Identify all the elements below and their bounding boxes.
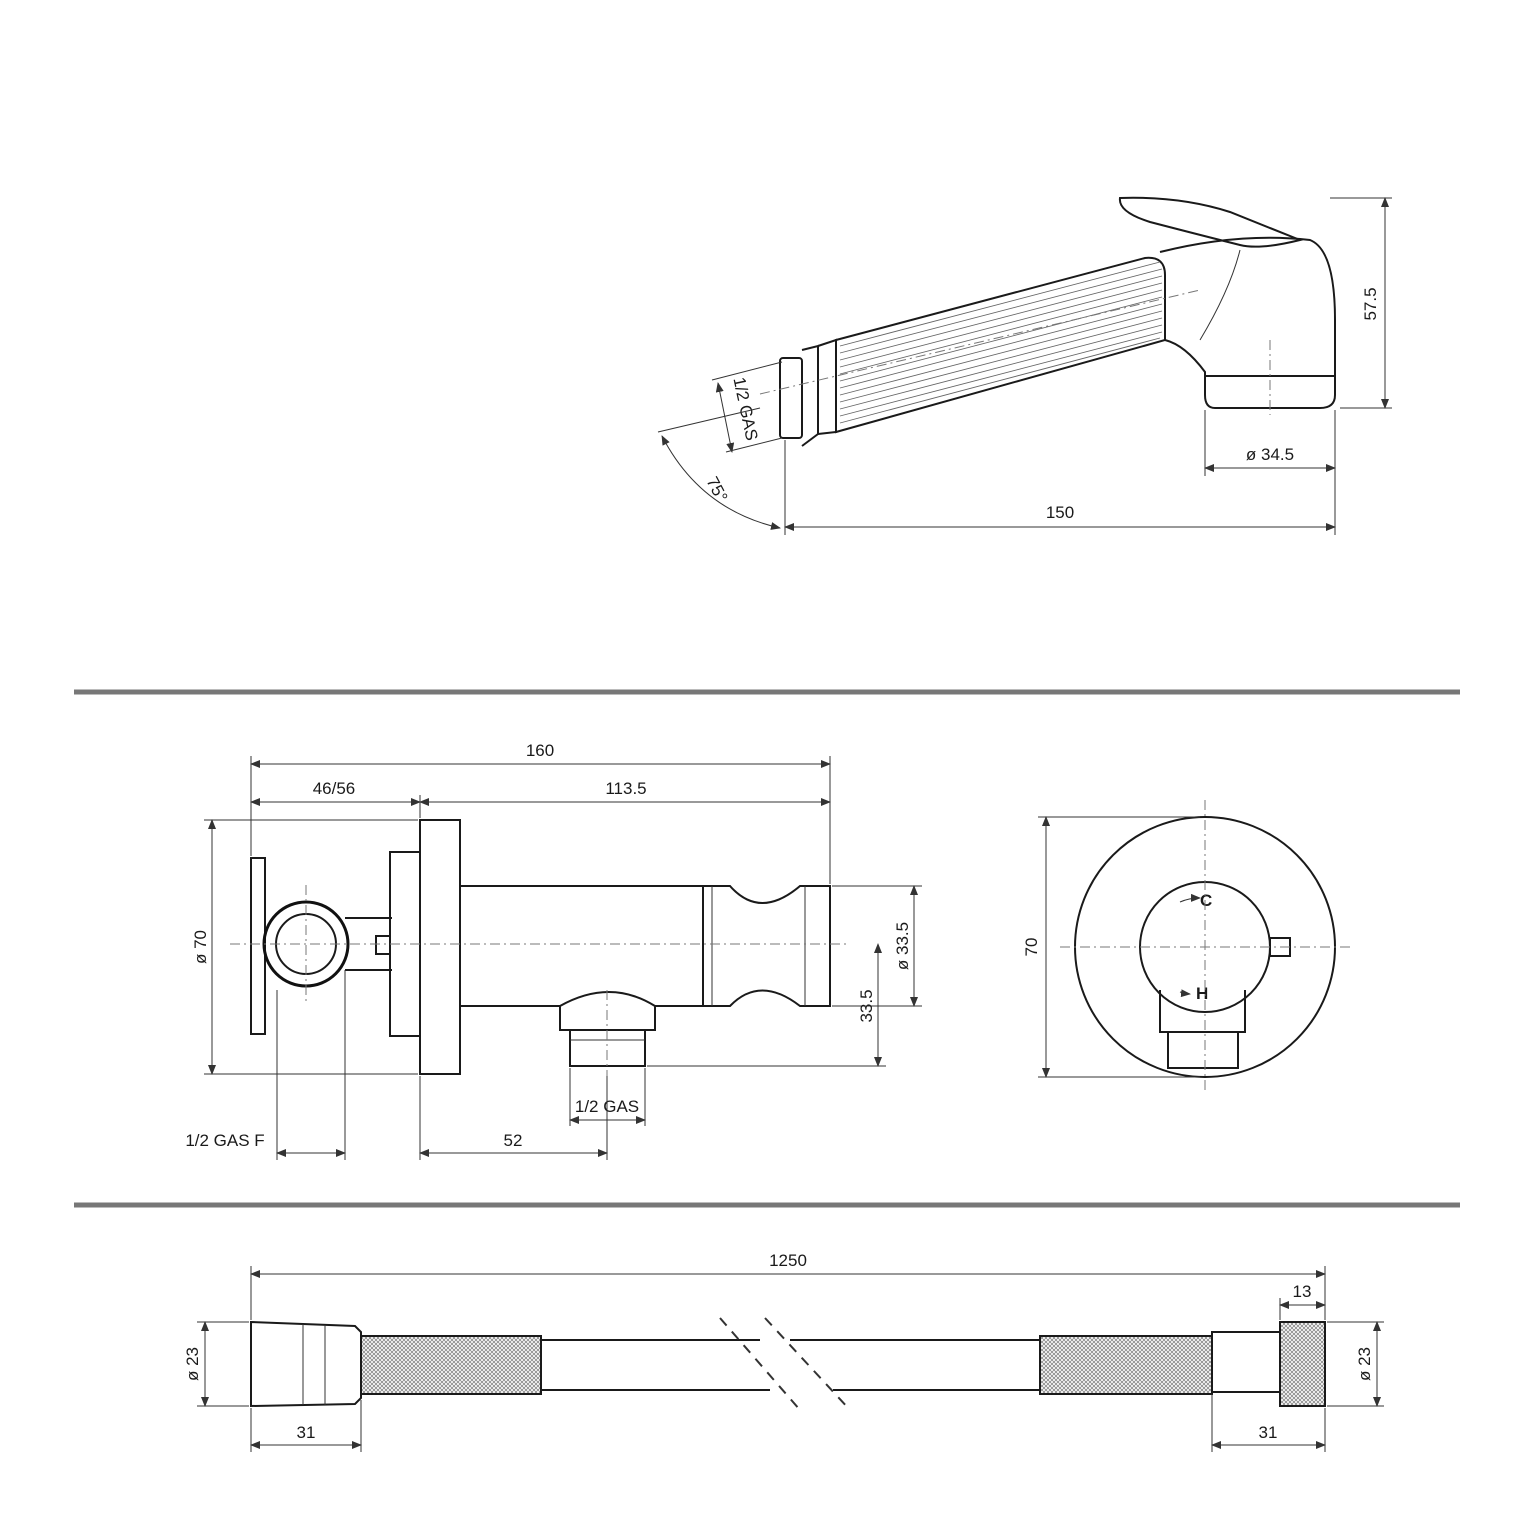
hose-left-fitting <box>250 1320 362 1408</box>
handset-view: 57.5 ø 34.5 150 1/2 GAS 75° <box>657 196 1392 535</box>
valve-total-length-label: 160 <box>526 741 554 760</box>
handset-diameter-label: ø 34.5 <box>1246 445 1294 464</box>
hose-length-label: 1250 <box>769 1251 807 1270</box>
valve-body-length-label: 113.5 <box>605 779 646 798</box>
hose-right-fitting <box>1211 1331 1281 1393</box>
handset-grip-ribs <box>839 261 1163 424</box>
hose-left-spring <box>360 1335 542 1395</box>
hose-right-diameter-label: ø 23 <box>1355 1347 1374 1381</box>
cold-mark: C <box>1200 891 1212 910</box>
valve-flange-diameter-label: ø 70 <box>191 930 210 964</box>
valve-flange <box>419 819 461 1075</box>
hose-body-right <box>790 1339 1040 1391</box>
hot-mark: H <box>1196 984 1208 1003</box>
front-diameter-label: 70 <box>1022 938 1041 957</box>
valve-body-diameter-label: ø 33.5 <box>893 922 912 970</box>
hose-left-diameter-label: ø 23 <box>183 1347 202 1381</box>
hose-view: 1250 13 ø 23 ø 23 31 31 <box>183 1251 1384 1452</box>
valve-front-view: C H 70 <box>1022 800 1350 1090</box>
handset-lever <box>1118 196 1304 248</box>
valve-front-outlet <box>1167 1031 1239 1069</box>
handset-angle-label: 75° <box>702 474 731 506</box>
valve-outlet-height-label: 33.5 <box>857 989 876 1022</box>
hose-right-fitting-label: 31 <box>1259 1423 1278 1442</box>
valve-holder <box>703 885 831 1007</box>
valve-wall-depth-label: 46/56 <box>313 779 356 798</box>
valve-outlet-offset-label: 52 <box>504 1131 523 1150</box>
hose-right-nut <box>1279 1321 1326 1407</box>
valve-inlet-label: 1/2 GAS F <box>185 1131 264 1150</box>
hose-right-spring <box>1039 1335 1213 1395</box>
handset-inlet-nut <box>779 357 803 439</box>
valve-body <box>460 885 704 1007</box>
handset-height-label: 57.5 <box>1361 287 1380 320</box>
hose-body-left <box>541 1339 770 1391</box>
handset-length-label: 150 <box>1046 503 1074 522</box>
handset-grip <box>835 256 1166 434</box>
hose-left-fitting-label: 31 <box>297 1423 316 1442</box>
hose-break-line-2 <box>764 1317 851 1411</box>
handset-collar <box>801 344 819 447</box>
handset-head <box>1159 236 1336 409</box>
valve-side-view: 160 46/56 113.5 ø 70 ø 33.5 33.5 1/2 GAS… <box>185 741 922 1160</box>
hose-break-line-1 <box>719 1317 801 1411</box>
hose-nut-width-label: 13 <box>1293 1282 1312 1301</box>
